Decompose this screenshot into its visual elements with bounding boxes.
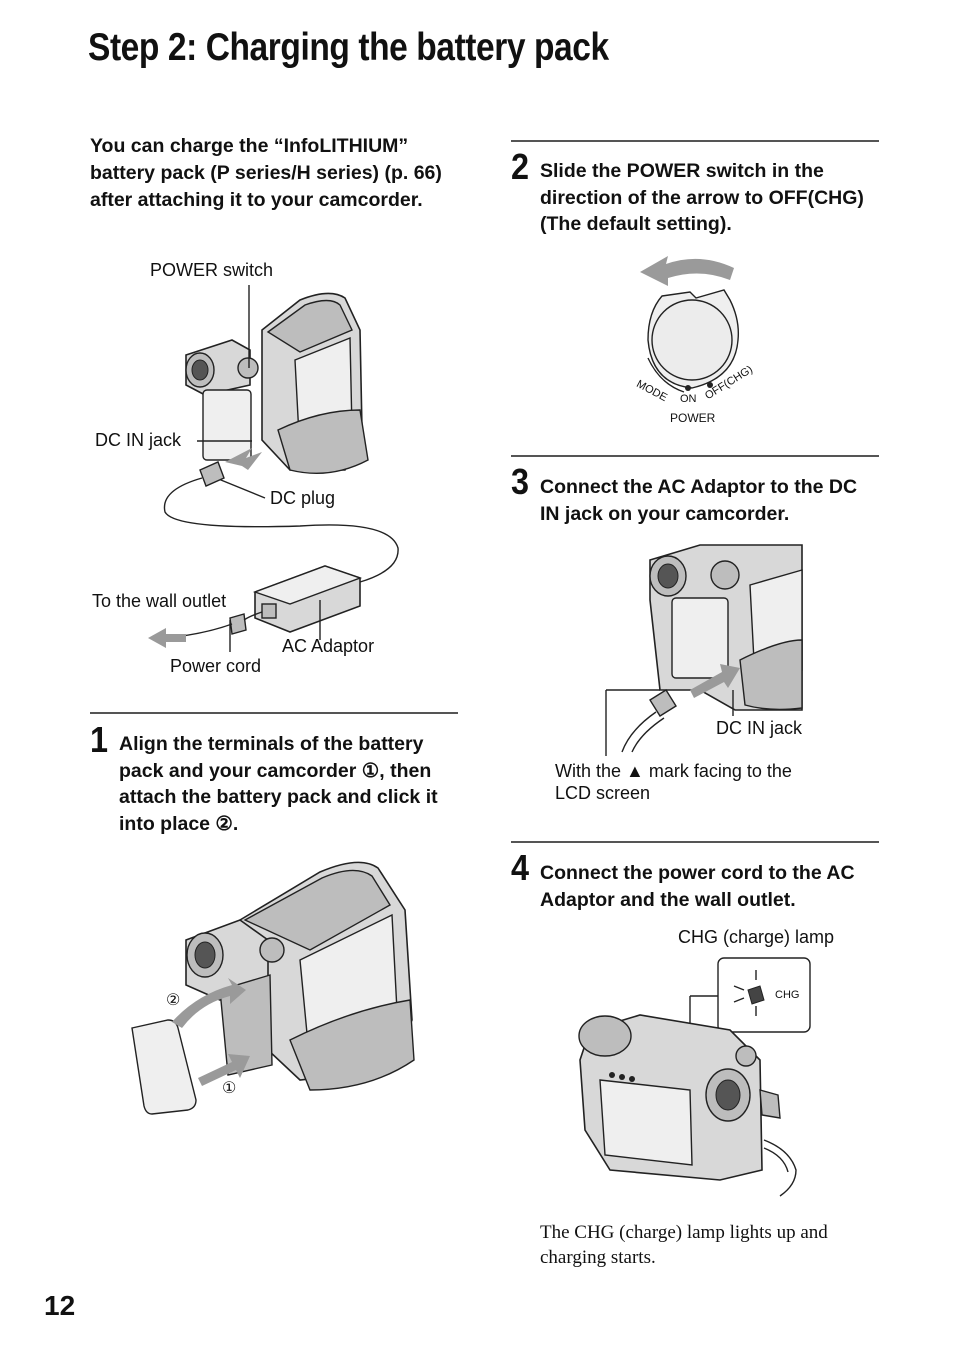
label-dc-in-jack: DC IN jack xyxy=(95,430,182,450)
step-4-text: Connect the power cord to the AC Adaptor… xyxy=(540,862,855,911)
chg-lamp-inset xyxy=(717,957,811,1033)
label-dc-in-jack-step3: DC IN jack xyxy=(716,718,803,738)
intro-text: You can charge the “InfoLITHIUM” battery… xyxy=(90,135,442,211)
label-wall-outlet: To the wall outlet xyxy=(92,591,227,611)
step-3-number: 3 xyxy=(511,461,530,502)
label-chg-lamp: CHG (charge) lamp xyxy=(678,927,835,947)
step-4-number: 4 xyxy=(511,847,530,888)
step-3-text: Connect the AC Adaptor to the DC IN jack… xyxy=(540,476,858,525)
step-1-number: 1 xyxy=(90,719,109,760)
step-4-rule xyxy=(511,841,879,843)
chg-lamp-text: CHG xyxy=(775,989,800,1001)
callout-2: ② xyxy=(166,992,181,1009)
label-power-switch: POWER switch xyxy=(150,260,274,280)
camcorder-step1-drawing xyxy=(185,861,415,1091)
page-title: Step 2: Charging the battery pack xyxy=(88,26,609,69)
page-number: 12 xyxy=(44,1290,76,1321)
step-2-rule xyxy=(511,140,879,142)
callout-1: ① xyxy=(222,1080,237,1097)
camcorder-overview-drawing xyxy=(185,292,369,474)
label-mark-line1: With the ▲ mark facing to the xyxy=(555,761,792,781)
step-1-rule xyxy=(90,712,458,714)
label-ac-adaptor: AC Adaptor xyxy=(282,636,375,656)
step-2-number: 2 xyxy=(511,146,530,187)
camcorder-step3-drawing xyxy=(649,544,803,711)
step-3-rule xyxy=(511,455,879,457)
step-4-note: The CHG (charge) lamp lights up and char… xyxy=(540,1222,828,1268)
label-power-cord: Power cord xyxy=(170,656,262,676)
step-2-text: Slide the POWER switch in the direction … xyxy=(540,160,864,235)
step-1-text: Align the terminals of the battery pack … xyxy=(119,733,438,835)
label-mark-line2: LCD screen xyxy=(555,783,651,803)
camcorder-step4-drawing xyxy=(578,1014,781,1181)
dial-label-on: ON xyxy=(680,393,697,405)
dial-caption: POWER xyxy=(670,411,716,425)
label-dc-plug: DC plug xyxy=(270,488,336,508)
